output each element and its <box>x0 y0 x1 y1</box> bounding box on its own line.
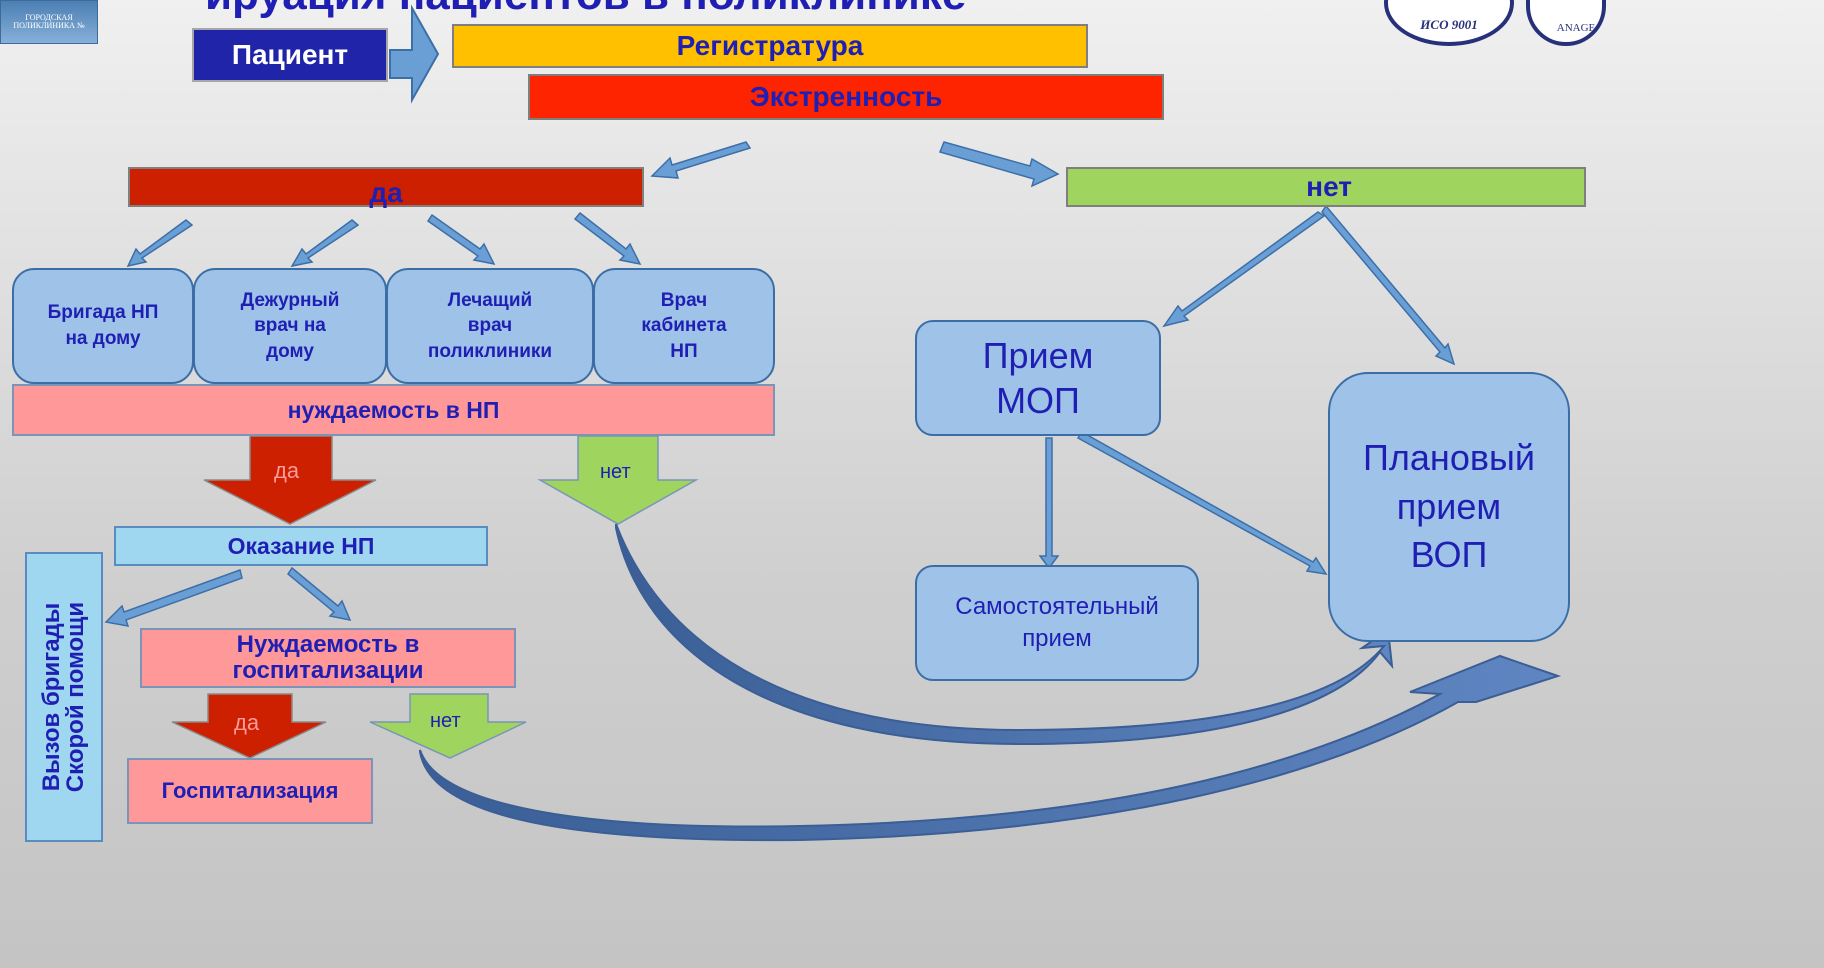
arrow-yes-treating <box>426 213 496 266</box>
self-reception-box: Самостоятельный прием <box>915 565 1199 681</box>
treating-doctor-box: Лечащий врач поликлиники <box>386 268 594 384</box>
yes-bar: да <box>128 167 644 208</box>
need-np-label: нуждаемость в НП <box>287 396 500 423</box>
need-np-bar: нуждаемость в НП <box>12 384 775 436</box>
arrow-mop-planned <box>1076 431 1328 575</box>
management-seal-text: ANAGE <box>1556 22 1596 34</box>
urgency-box: Экстренность <box>528 74 1164 120</box>
patient-label: Пациент <box>231 39 349 70</box>
call-ambulance-label: Вызов бригады Скорой помощи <box>38 601 89 793</box>
hosp-no-label: нет <box>430 710 461 732</box>
logo-text: ГОРОДСКАЯ ПОЛИКЛИНИКА № <box>13 12 85 30</box>
arrow-hosp-no <box>369 693 527 759</box>
no-bar: нет <box>1066 167 1586 207</box>
brigade-home-label: Бригада НП на дому <box>47 302 159 349</box>
page-title-fragment: ируация пациентов в поликлинике <box>205 0 966 20</box>
arrow-no-planned <box>1321 204 1456 366</box>
yes-label: да <box>369 177 403 208</box>
registry-box: Регистратура <box>452 24 1088 68</box>
no-label: нет <box>1306 171 1352 202</box>
arrow-hosp-yes <box>171 693 327 759</box>
arrow-need-no <box>537 435 699 525</box>
patient-arrow <box>389 4 440 104</box>
hosp-yes-label: да <box>234 710 260 735</box>
iso-seal-text: ИСО 9001 <box>1420 17 1478 32</box>
duty-doctor-box: Дежурный врач на дому <box>193 268 387 384</box>
providing-np-label: Оказание НП <box>227 532 375 559</box>
curve-need-no-to-planned <box>615 523 1394 746</box>
providing-np-box: Оказание НП <box>114 526 488 566</box>
patient-box: Пациент <box>192 28 388 82</box>
need-np-yes-label: да <box>274 458 300 483</box>
mop-label: Прием МОП <box>982 335 1094 421</box>
need-np-no-label: нет <box>600 461 631 483</box>
planned-box: Плановый прием ВОП <box>1328 372 1570 642</box>
registry-label: Регистратура <box>676 30 864 61</box>
urgency-label: Экстренность <box>749 81 943 112</box>
treating-doctor-label: Лечащий врач поликлиники <box>427 289 553 362</box>
mop-box: Прием МОП <box>915 320 1161 436</box>
hospitalization-box: Госпитализация <box>127 758 373 824</box>
np-cabinet-label: Врач кабинета НП <box>641 289 727 362</box>
arrow-np-call <box>104 569 243 627</box>
curve-hosp-no-to-planned <box>419 654 1562 842</box>
hospitalization-label: Госпитализация <box>161 778 339 803</box>
call-ambulance-box: Вызов бригады Скорой помощи <box>25 552 103 842</box>
np-cabinet-box: Врач кабинета НП <box>593 268 775 384</box>
duty-doctor-label: Дежурный врач на дому <box>240 289 340 362</box>
arrow-mop-self <box>1038 437 1060 570</box>
arrow-urgency-yes <box>650 141 752 179</box>
arrow-no-mop <box>1162 211 1326 328</box>
self-reception-label: Самостоятельный прием <box>955 592 1159 652</box>
arrow-need-yes <box>203 435 377 525</box>
arrow-urgency-no <box>938 141 1060 188</box>
arrow-yes-cabinet <box>573 211 642 266</box>
arrow-yes-duty <box>290 219 360 268</box>
need-hosp-label: Нуждаемость в госпитализации <box>232 630 424 684</box>
need-hosp-box: Нуждаемость в госпитализации <box>140 628 516 688</box>
arrow-np-hosp <box>287 566 352 622</box>
logo: ГОРОДСКАЯ ПОЛИКЛИНИКА № <box>0 0 98 44</box>
planned-label: Плановый прием ВОП <box>1363 437 1535 576</box>
arrow-yes-brigade <box>126 219 194 268</box>
brigade-home-box: Бригада НП на дому <box>12 268 194 384</box>
